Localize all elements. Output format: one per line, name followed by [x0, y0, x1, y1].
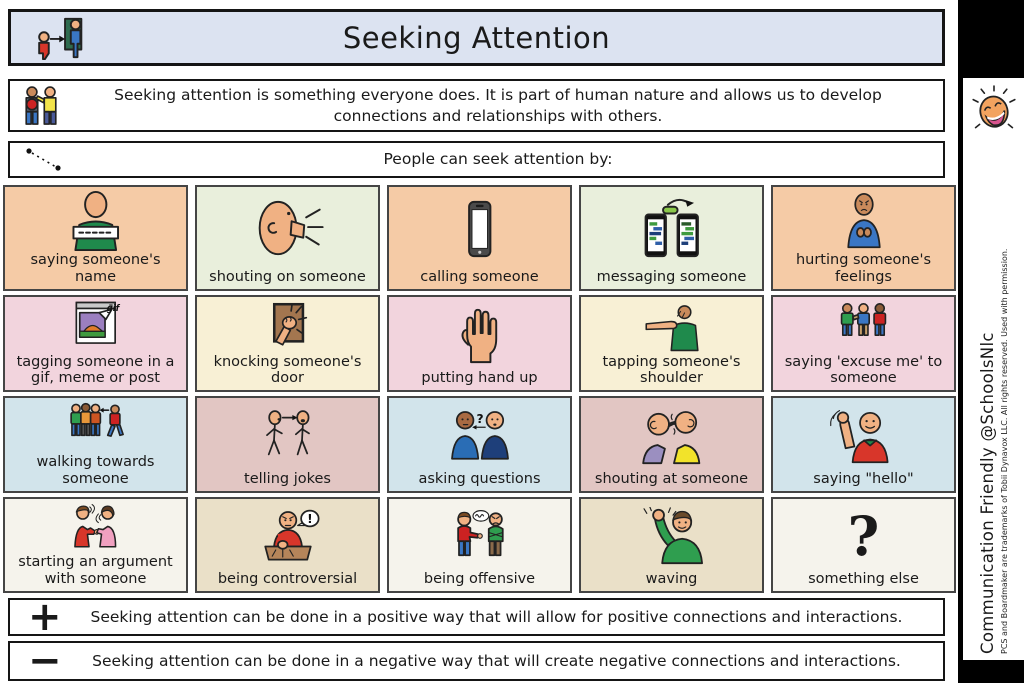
cell-label: shouting on someone [209, 268, 366, 285]
question-mark-icon: ? [777, 502, 950, 572]
sad-person-icon [777, 190, 950, 252]
gif-window-icon: gif [9, 300, 182, 354]
asking-questions-icon: ? [393, 401, 566, 471]
cell-label: shouting at someone [594, 470, 749, 487]
cell-label: putting hand up [421, 370, 538, 387]
waving-green-shirt-person-icon [585, 502, 758, 572]
grid-cell: putting hand up [387, 294, 572, 393]
cell-label: telling jokes [244, 470, 331, 487]
smartphone-icon [393, 190, 566, 269]
person-name-tag-icon [9, 190, 182, 252]
exclamation-glyph: ! [307, 512, 313, 526]
symbol-grid: saying someone's name shouting on someon… [3, 185, 956, 593]
grid-cell: telling jokes [195, 396, 380, 493]
grid-cell: calling someone [387, 185, 572, 291]
cell-label: walking towards someone [36, 454, 155, 487]
minus-icon: − [28, 638, 62, 684]
cell-label: calling someone [420, 268, 539, 285]
grid-cell: ? something else [771, 496, 956, 593]
cell-label: saying "hello" [813, 470, 914, 487]
grid-cell: being offensive [387, 496, 572, 593]
attribution-strip: Communication Friendly @SchoolsNlc PCS a… [958, 0, 1024, 683]
telling-jokes-icon [201, 401, 374, 471]
negative-text: Seeking attention can be done in a negat… [92, 652, 901, 670]
cell-label: knocking someone's door [213, 353, 362, 387]
cell-label: waving [645, 571, 698, 588]
laughing-face-icon [970, 84, 1018, 140]
grid-cell: ! being controversial [195, 496, 380, 593]
attribution-card: Communication Friendly @SchoolsNlc PCS a… [963, 78, 1024, 660]
two-phones-messaging-icon [585, 190, 758, 269]
attribution-texts: Communication Friendly @SchoolsNlc PCS a… [963, 216, 1024, 654]
get-attention-symbol-icon [35, 14, 97, 61]
cell-label: saying 'excuse me' to someone [784, 353, 943, 387]
grid-cell: shouting on someone [195, 185, 380, 291]
grid-cell: starting an argument with someone [3, 496, 188, 593]
argument-icon [9, 502, 182, 555]
cell-label: tapping someone's shoulder [602, 353, 741, 387]
negative-row: − Seeking attention can be done in a neg… [8, 641, 945, 681]
intro-text: Seeking attention is something everyone … [114, 85, 882, 125]
grid-cell: ? asking questions [387, 396, 572, 493]
cell-label: being controversial [217, 571, 358, 588]
positive-row: + Seeking attention can be done in a pos… [8, 594, 945, 640]
raised-hand-icon [393, 300, 566, 371]
trademark-disclaimer: PCS and Boardmaker are trademarks of Tob… [1000, 248, 1009, 654]
question-mark-glyph: ? [847, 504, 880, 569]
prompt-row: People can seek attention by: [8, 141, 945, 178]
shoulder-tap-icon [585, 300, 758, 354]
fist-knocking-door-icon [201, 300, 374, 354]
intro-row: Seeking attention is something everyone … [8, 79, 945, 132]
grid-cell: tapping someone's shoulder [579, 294, 764, 393]
cell-label: starting an argument with someone [18, 554, 173, 588]
walking-towards-group-icon [9, 401, 182, 454]
three-people-icon [777, 300, 950, 354]
dotted-line-dots-icon [24, 145, 66, 174]
grid-cell: messaging someone [579, 185, 764, 291]
cell-label: asking questions [418, 470, 541, 487]
plus-icon: + [28, 594, 62, 640]
page-title: Seeking Attention [342, 20, 611, 55]
social-handle: Communication Friendly @SchoolsNlc [978, 332, 997, 654]
waving-red-shirt-person-icon [777, 401, 950, 471]
cell-label: something else [808, 571, 919, 588]
cell-label: hurting someone's feelings [795, 252, 932, 285]
two-people-shouting-icon [585, 401, 758, 471]
grid-cell: saying 'excuse me' to someone [771, 294, 956, 393]
grid-cell: shouting at someone [579, 396, 764, 493]
cell-label: saying someone's name [30, 252, 161, 285]
board: Seeking Attention Seeking attention is s… [3, 9, 956, 681]
offensive-remark-icon [393, 502, 566, 572]
gif-label: gif [106, 303, 120, 313]
fist-on-table-exclamation-icon: ! [201, 502, 374, 572]
grid-cell: knocking someone's door [195, 294, 380, 393]
grid-cell: walking towards someone [3, 396, 188, 493]
cell-label: being offensive [423, 571, 536, 588]
grid-cell: hurting someone's feelings [771, 185, 956, 291]
shouting-face-icon [201, 190, 374, 269]
grid-cell: saying "hello" [771, 396, 956, 493]
two-people-shoulder-tap-icon [18, 83, 64, 128]
grid-cell: waving [579, 496, 764, 593]
grid-cell: gif tagging someone in a gif, meme or po… [3, 294, 188, 393]
title-bar: Seeking Attention [8, 9, 945, 66]
prompt-text: People can seek attention by: [383, 150, 613, 169]
cell-label: messaging someone [596, 268, 747, 285]
positive-text: Seeking attention can be done in a posit… [90, 608, 903, 626]
grid-cell: saying someone's name [3, 185, 188, 291]
cell-label: tagging someone in a gif, meme or post [16, 353, 175, 387]
question-glyph: ? [476, 412, 483, 426]
